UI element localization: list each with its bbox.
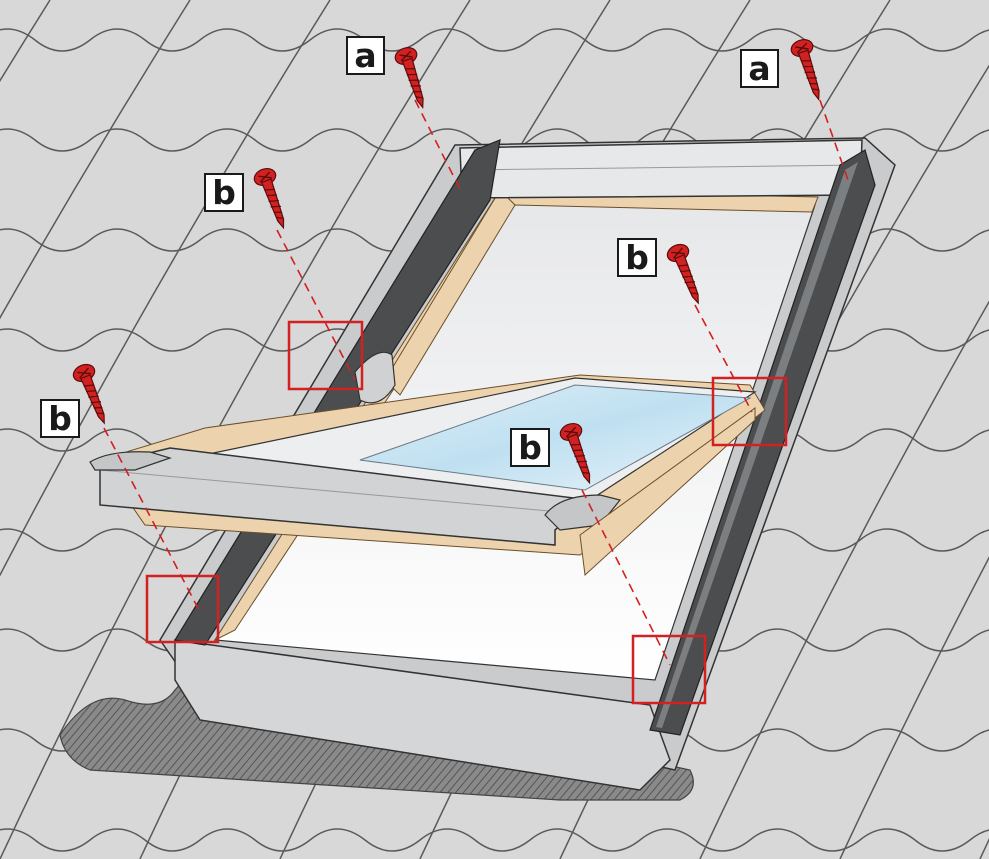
tile-row [0,828,989,852]
label-a-left-text: a [354,36,376,75]
wood-frame-upper [384,189,516,396]
guide-line-a-left [414,99,463,194]
guide-line-b-upper-left [276,229,356,381]
tile-row [0,128,989,152]
fixing-marker-lower-right [631,634,707,705]
window-sash [89,374,766,577]
bottom-flashing [174,639,671,791]
label-b-lower-left-text: b [48,399,72,438]
guide-line-a-right [814,85,849,181]
label-b-upper-right-text: b [625,238,649,277]
label-b-upper-right: b [617,238,657,277]
fixing-marker-upper-left [287,320,364,391]
guide-line-b-lower-right [581,489,671,666]
label-b-lower-right: b [510,428,550,467]
label-a-right-text: a [748,49,770,88]
tile-row [0,28,989,52]
tile-seam [839,556,989,859]
guide-line-b-lower-left [103,427,201,613]
guide-line-b-upper-right [694,304,753,413]
fixing-marker-lower-left [145,574,220,644]
label-b-lower-right-text: b [518,428,542,467]
hinge [354,351,396,404]
fixing-marker-upper-right [711,376,788,447]
label-b-lower-left: b [40,399,80,438]
label-a-right: a [740,49,779,88]
screw-guide-lines [103,85,849,666]
label-b-upper-left: b [204,173,244,212]
sash-glass [359,384,752,491]
label-b-upper-left-text: b [212,173,236,212]
tile-seam [0,0,191,320]
label-a-left: a [346,36,385,75]
